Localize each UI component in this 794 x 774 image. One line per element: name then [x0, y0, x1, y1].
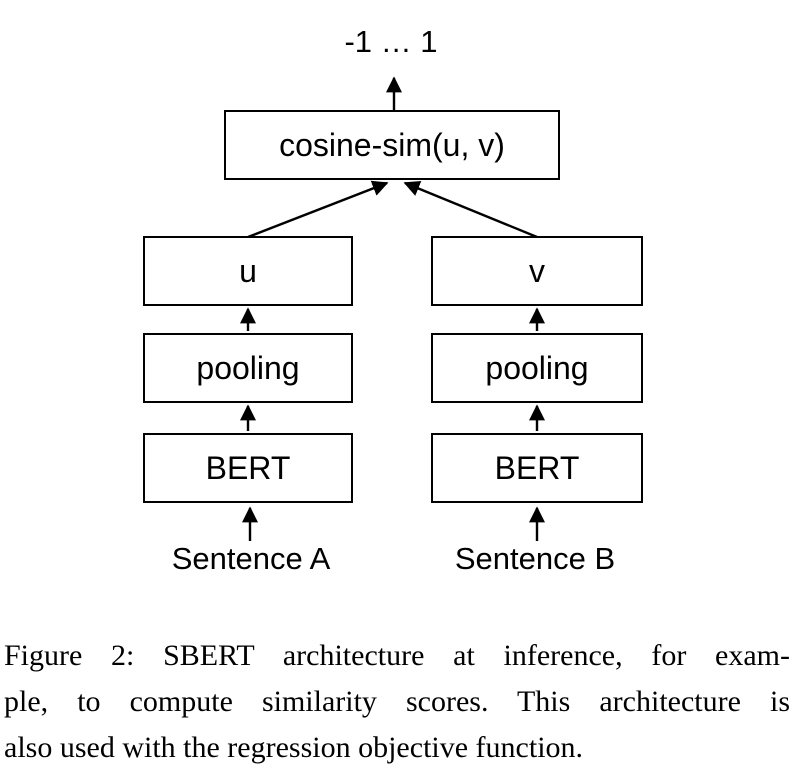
- figure-caption: Figure 2: SBERT architecture at inferenc…: [4, 633, 790, 771]
- pooling-box-right: pooling: [431, 333, 643, 403]
- v-embedding-box: v: [431, 236, 643, 306]
- sentence-b-label: Sentence B: [454, 541, 616, 576]
- pooling-box-left: pooling: [143, 333, 353, 403]
- caption-line-2: ple, to compute similarity scores. This …: [4, 685, 790, 718]
- arrow-u-to-cosine: [247, 180, 389, 239]
- output-range-label: -1 … 1: [344, 24, 438, 59]
- bert-box-right: BERT: [431, 433, 643, 503]
- bert-box-left: BERT: [143, 433, 353, 503]
- u-embedding-box: u: [143, 236, 353, 306]
- sentence-a-label: Sentence A: [171, 541, 331, 576]
- arrow-layer: [240, 76, 545, 541]
- caption-line-3: also used with the regression objective …: [4, 731, 584, 764]
- cosine-sim-box: cosine-sim(u, v): [224, 110, 560, 180]
- arrow-v-to-cosine: [403, 181, 538, 239]
- caption-line-1: Figure 2: SBERT architecture at inferenc…: [4, 639, 790, 672]
